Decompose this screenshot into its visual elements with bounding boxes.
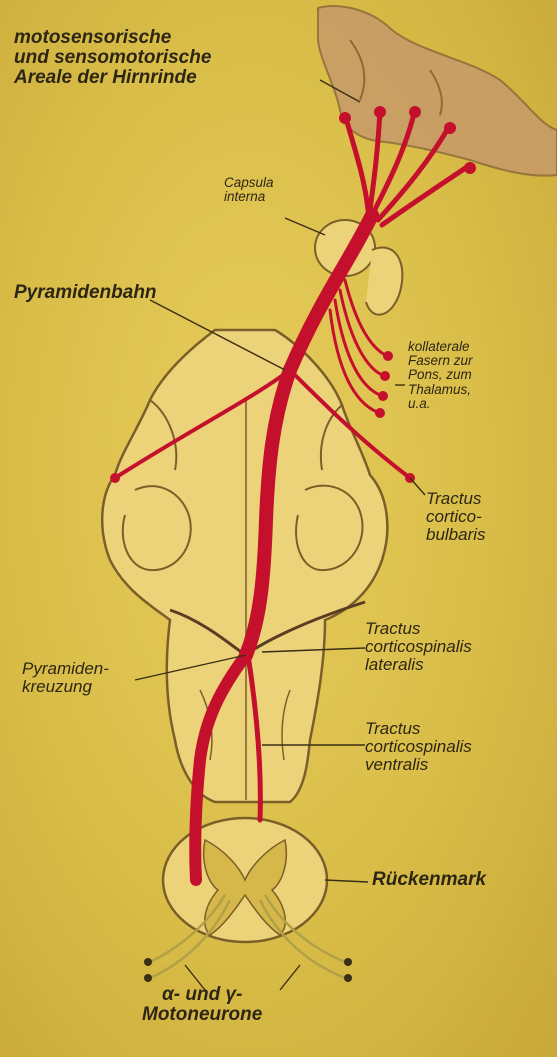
thalamus-shape	[366, 248, 402, 315]
label-pyramidenbahn: Pyramidenbahn	[14, 283, 157, 303]
label-tractus-corticospinalis-ventralis: Tractus corticospinalis ventralis	[365, 720, 472, 774]
label-tractus-corticospinalis-lateralis: Tractus corticospinalis lateralis	[365, 620, 472, 674]
motoneuron-endpoints	[144, 958, 352, 982]
label-pyramidenkreuzung: Pyramiden- kreuzung	[22, 660, 109, 696]
label-rueckenmark: Rückenmark	[372, 870, 486, 890]
pons-left-lobe	[123, 486, 191, 570]
label-motoneurone: α- und γ- Motoneurone	[142, 985, 262, 1025]
label-tractus-corticobulbaris: Tractus cortico- bulbaris	[426, 490, 486, 544]
label-capsula-interna: Capsula interna	[224, 176, 274, 204]
label-cortex: motosensorische und sensomotorische Area…	[14, 28, 211, 88]
label-kollaterale-fasern: kollaterale Fasern zur Pons, zum Thalamu…	[408, 340, 473, 411]
